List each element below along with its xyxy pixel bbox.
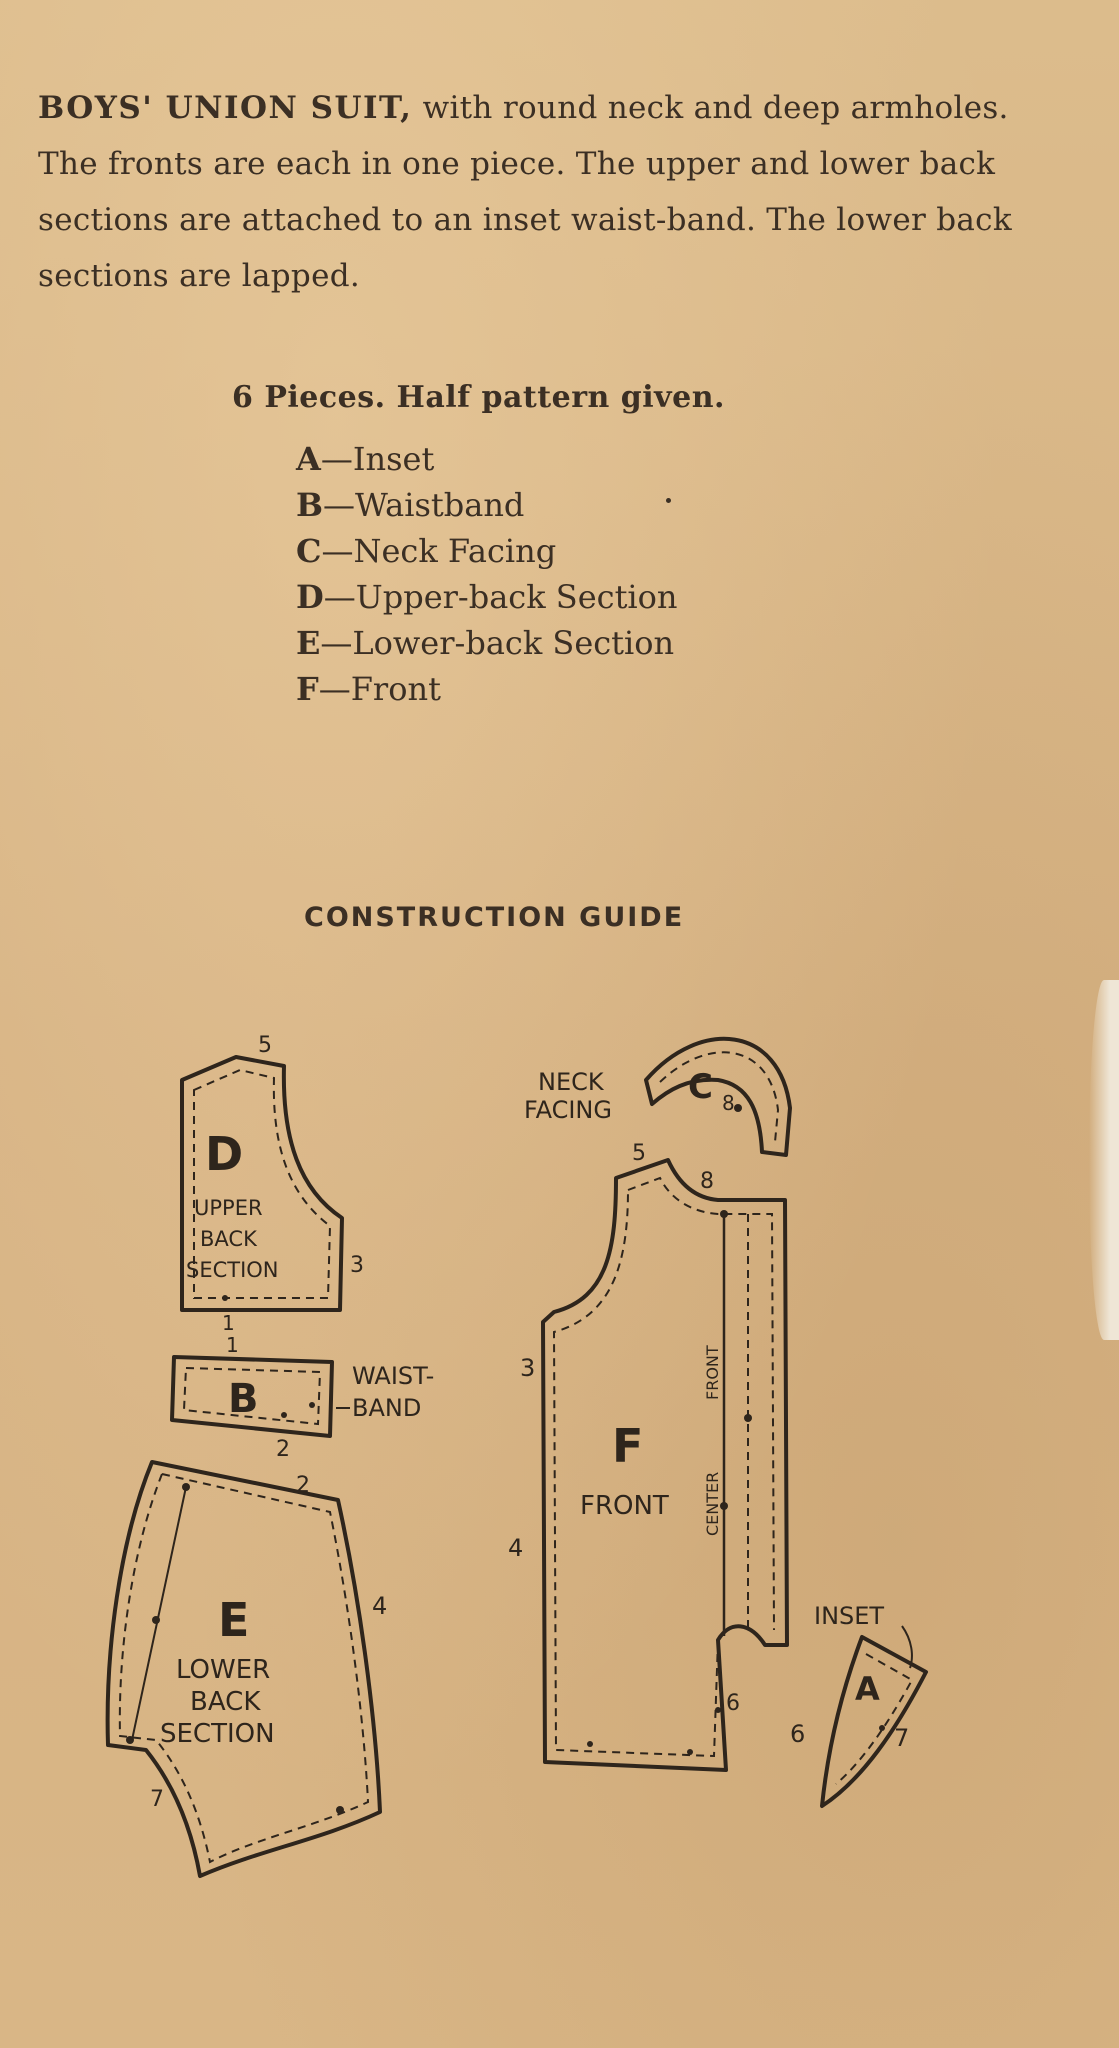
piece-f-front-text: FRONT <box>703 1345 722 1400</box>
piece-b-notch-2: 2 <box>276 1437 290 1462</box>
piece-d-notch-1: 1 <box>222 1311 235 1335</box>
piece-a-inset: A INSET 6 7 <box>790 1602 928 1808</box>
piece-c-label2: FACING <box>524 1096 612 1124</box>
piece-f-notch-4: 4 <box>508 1534 523 1562</box>
piece-e-lower-back: E LOWER BACK SECTION 2 4 7 <box>105 1460 387 1878</box>
list-item: D—Upper-back Section <box>296 578 678 616</box>
piece-f-name: FRONT <box>580 1491 669 1521</box>
list-item: B—Waistband <box>296 486 525 524</box>
piece-a-notch-6: 6 <box>790 1720 805 1748</box>
piece-a-notch-7: 7 <box>894 1724 909 1752</box>
piece-f-letter: F <box>612 1419 643 1473</box>
list-item: E—Lower-back Section <box>296 624 675 662</box>
list-item: C—Neck Facing <box>296 532 557 570</box>
piece-f-center-text: CENTER <box>703 1472 722 1536</box>
piece-b-letter: B <box>228 1376 259 1422</box>
piece-e-notch-2: 2 <box>296 1473 310 1498</box>
piece-f-notch-8: 8 <box>700 1169 714 1194</box>
piece-b-label1: WAIST- <box>352 1362 434 1390</box>
list-item: F—Front <box>296 670 441 708</box>
piece-e-notch-7: 7 <box>150 1787 164 1812</box>
construction-guide-title: CONSTRUCTION GUIDE <box>304 902 685 933</box>
piece-list: A—Inset B—Waistband C—Neck Facing D—Uppe… <box>296 436 678 712</box>
piece-b-waistband: B 1 2 WAIST- BAND <box>170 1333 434 1462</box>
pieces-heading: 6 Pieces. Half pattern given. <box>232 380 725 415</box>
stray-dot <box>666 498 671 503</box>
intro-lead: BOYS' UNION SUIT, <box>38 90 413 126</box>
piece-e-letter: E <box>218 1593 249 1647</box>
piece-d-upper-back: D UPPER BACK SECTION 5 3 1 <box>180 1033 364 1335</box>
intro-paragraph: BOYS' UNION SUIT, with round neck and de… <box>38 80 1038 304</box>
piece-b-label2: BAND <box>352 1394 421 1422</box>
piece-a-label: INSET <box>814 1602 884 1630</box>
piece-b-notch-1: 1 <box>226 1333 239 1357</box>
piece-d-line2: BACK <box>200 1227 258 1251</box>
piece-d-notch-5: 5 <box>258 1033 272 1058</box>
piece-a-letter: A <box>855 1670 880 1708</box>
piece-c-label1: NECK <box>538 1068 605 1096</box>
piece-d-line1: UPPER <box>194 1196 263 1220</box>
intro-body: with round neck and deep armholes. The f… <box>38 90 1012 294</box>
piece-e-line3: SECTION <box>160 1719 275 1749</box>
piece-f-front: F FRONT CENTER FRONT 5 8 3 4 6 <box>508 1141 789 1772</box>
piece-d-letter: D <box>205 1127 243 1181</box>
piece-c-neck-facing: C 8 NECK FACING <box>524 1036 792 1157</box>
piece-f-notch-3: 3 <box>520 1354 535 1382</box>
piece-e-line1: LOWER <box>176 1655 270 1685</box>
piece-e-line2: BACK <box>190 1687 261 1717</box>
piece-e-notch-4: 4 <box>372 1592 387 1620</box>
piece-f-notch-5: 5 <box>632 1141 646 1166</box>
list-item: A—Inset <box>296 440 435 478</box>
piece-c-letter: C <box>688 1067 713 1107</box>
piece-f-notch-6: 6 <box>726 1691 740 1716</box>
torn-edge <box>1089 980 1119 1340</box>
piece-d-notch-3: 3 <box>350 1253 364 1278</box>
piece-d-line3: SECTION <box>186 1258 279 1282</box>
piece-c-notch-8: 8 <box>722 1091 735 1115</box>
